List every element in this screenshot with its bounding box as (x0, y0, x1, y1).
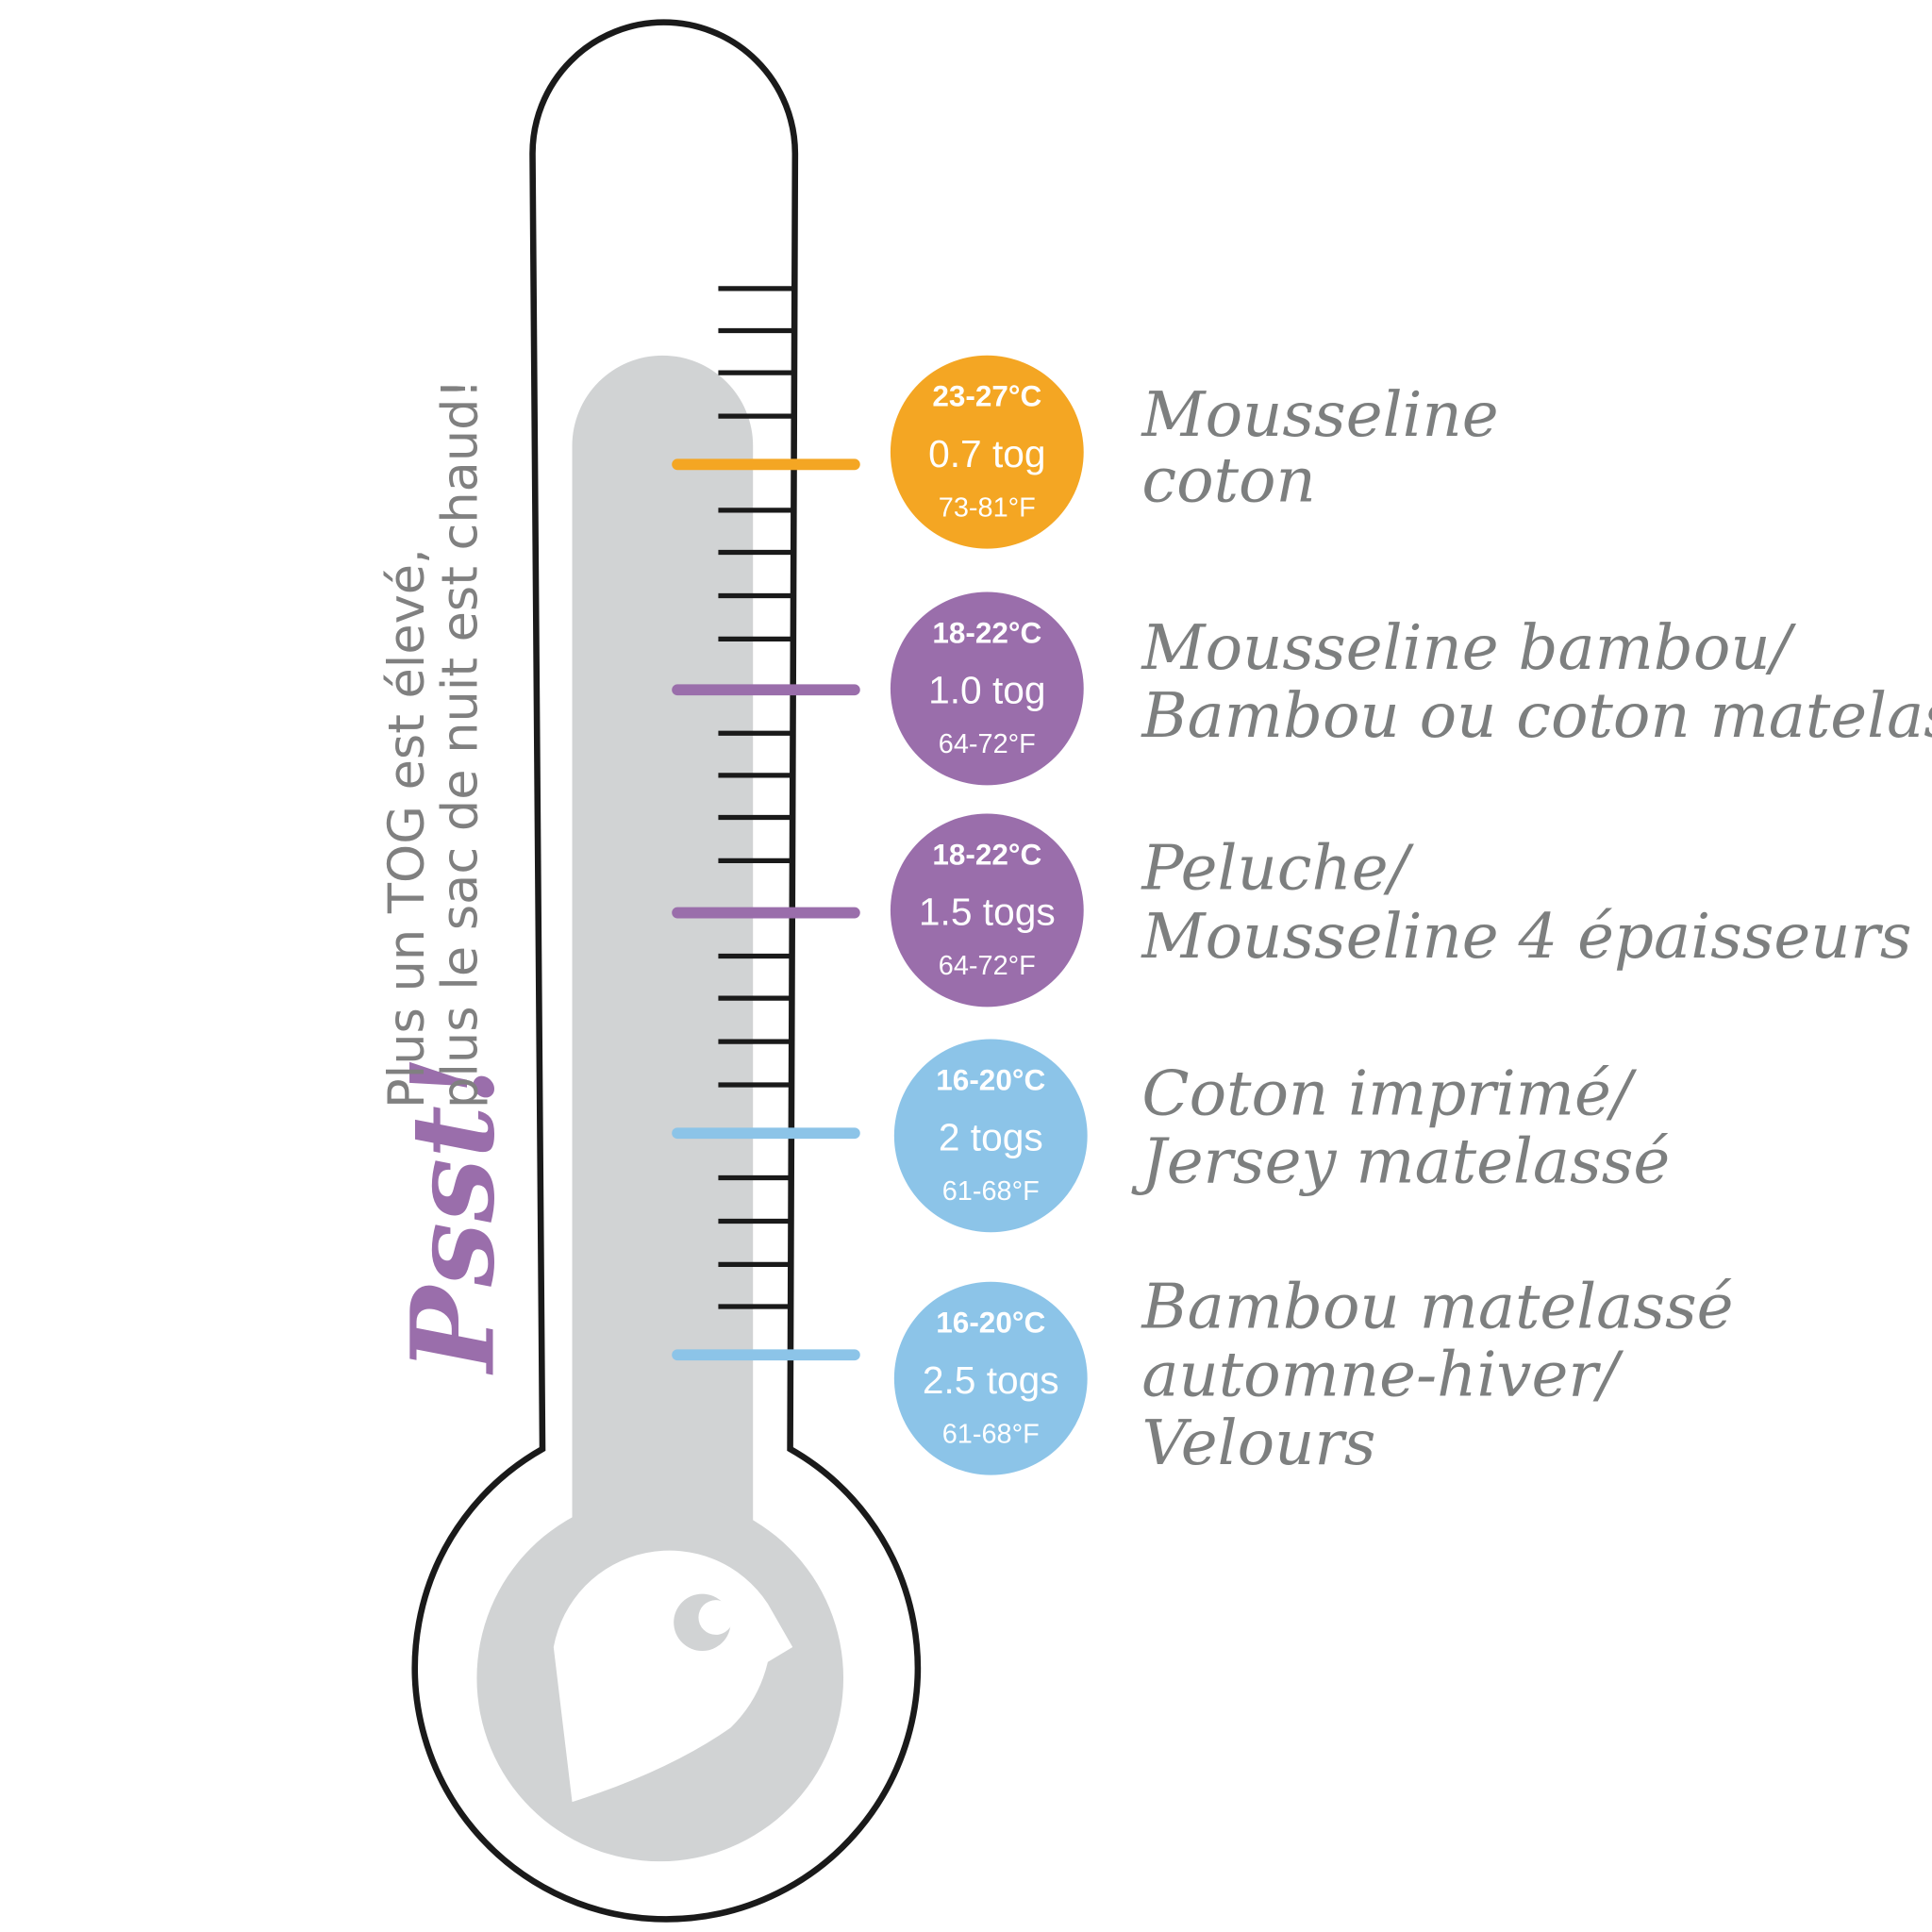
fabric-label: Bambou matelassé (1141, 1271, 1733, 1342)
psst-title: Psst! (388, 1056, 521, 1375)
fahrenheit-range: 73-81°F (939, 492, 1036, 523)
tog-badge (893, 1039, 1088, 1233)
fabric-label: Velours (1141, 1407, 1375, 1479)
tog-level: 16-20°C 2 togs 61-68°F Coton imprimé/Jersey… (672, 1039, 1670, 1233)
fabric-label: Peluche/ (1141, 833, 1414, 905)
bird-icon (553, 1550, 793, 1803)
celsius-range: 18-22°C (932, 615, 1041, 649)
fabric-label: Bambou ou coton matelassé (1141, 680, 1932, 752)
tog-badge (890, 355, 1084, 549)
fabric-label: Coton imprimé/ (1141, 1058, 1637, 1130)
fahrenheit-range: 61-68°F (942, 1176, 1040, 1207)
celsius-range: 16-20°C (936, 1062, 1045, 1096)
tog-level: 16-20°C 2.5 togs 61-68°F Bambou matelasséau… (672, 1271, 1734, 1479)
tog-badge (890, 813, 1084, 1008)
tog-level: 18-22°C 1.0 tog 64-72°F Mousseline bambou/B… (672, 591, 1932, 786)
fahrenheit-range: 61-68°F (942, 1419, 1040, 1449)
fabric-label: coton (1141, 445, 1315, 517)
tog-value: 1.0 tog (928, 669, 1045, 712)
tog-value: 2 togs (939, 1116, 1043, 1159)
fabric-label: Mousseline bambou/ (1141, 612, 1796, 684)
tog-level: 18-22°C 1.5 togs 64-72°F Peluche/Mousseline… (672, 813, 1912, 1008)
celsius-range: 18-22°C (932, 837, 1041, 871)
tog-value: 1.5 togs (919, 891, 1056, 934)
tog-value: 2.5 togs (923, 1358, 1059, 1402)
fahrenheit-range: 64-72°F (939, 951, 1036, 981)
fabric-label: automne-hiver/ (1141, 1340, 1624, 1411)
note-line-1: Plus un TOG est élevé, (378, 548, 436, 1108)
fabric-label: Mousseline (1141, 379, 1498, 451)
note-line-2: plus le sac de nuit est chaud! (431, 378, 489, 1108)
tog-badge (893, 1281, 1088, 1475)
tog-value: 0.7 tog (928, 432, 1045, 475)
fahrenheit-range: 64-72°F (939, 729, 1036, 759)
scale-ticks (718, 286, 793, 1309)
psst-note: Psst! Plus un TOG est élevé, plus le sac… (378, 378, 521, 1374)
tog-badge (890, 591, 1084, 786)
fabric-label: Jersey matelassé (1130, 1126, 1670, 1198)
celsius-range: 16-20°C (936, 1306, 1045, 1340)
celsius-range: 23-27°C (932, 379, 1041, 413)
fabric-label: Mousseline 4 épaisseurs (1141, 901, 1911, 973)
thermometer-outline (411, 19, 922, 1923)
